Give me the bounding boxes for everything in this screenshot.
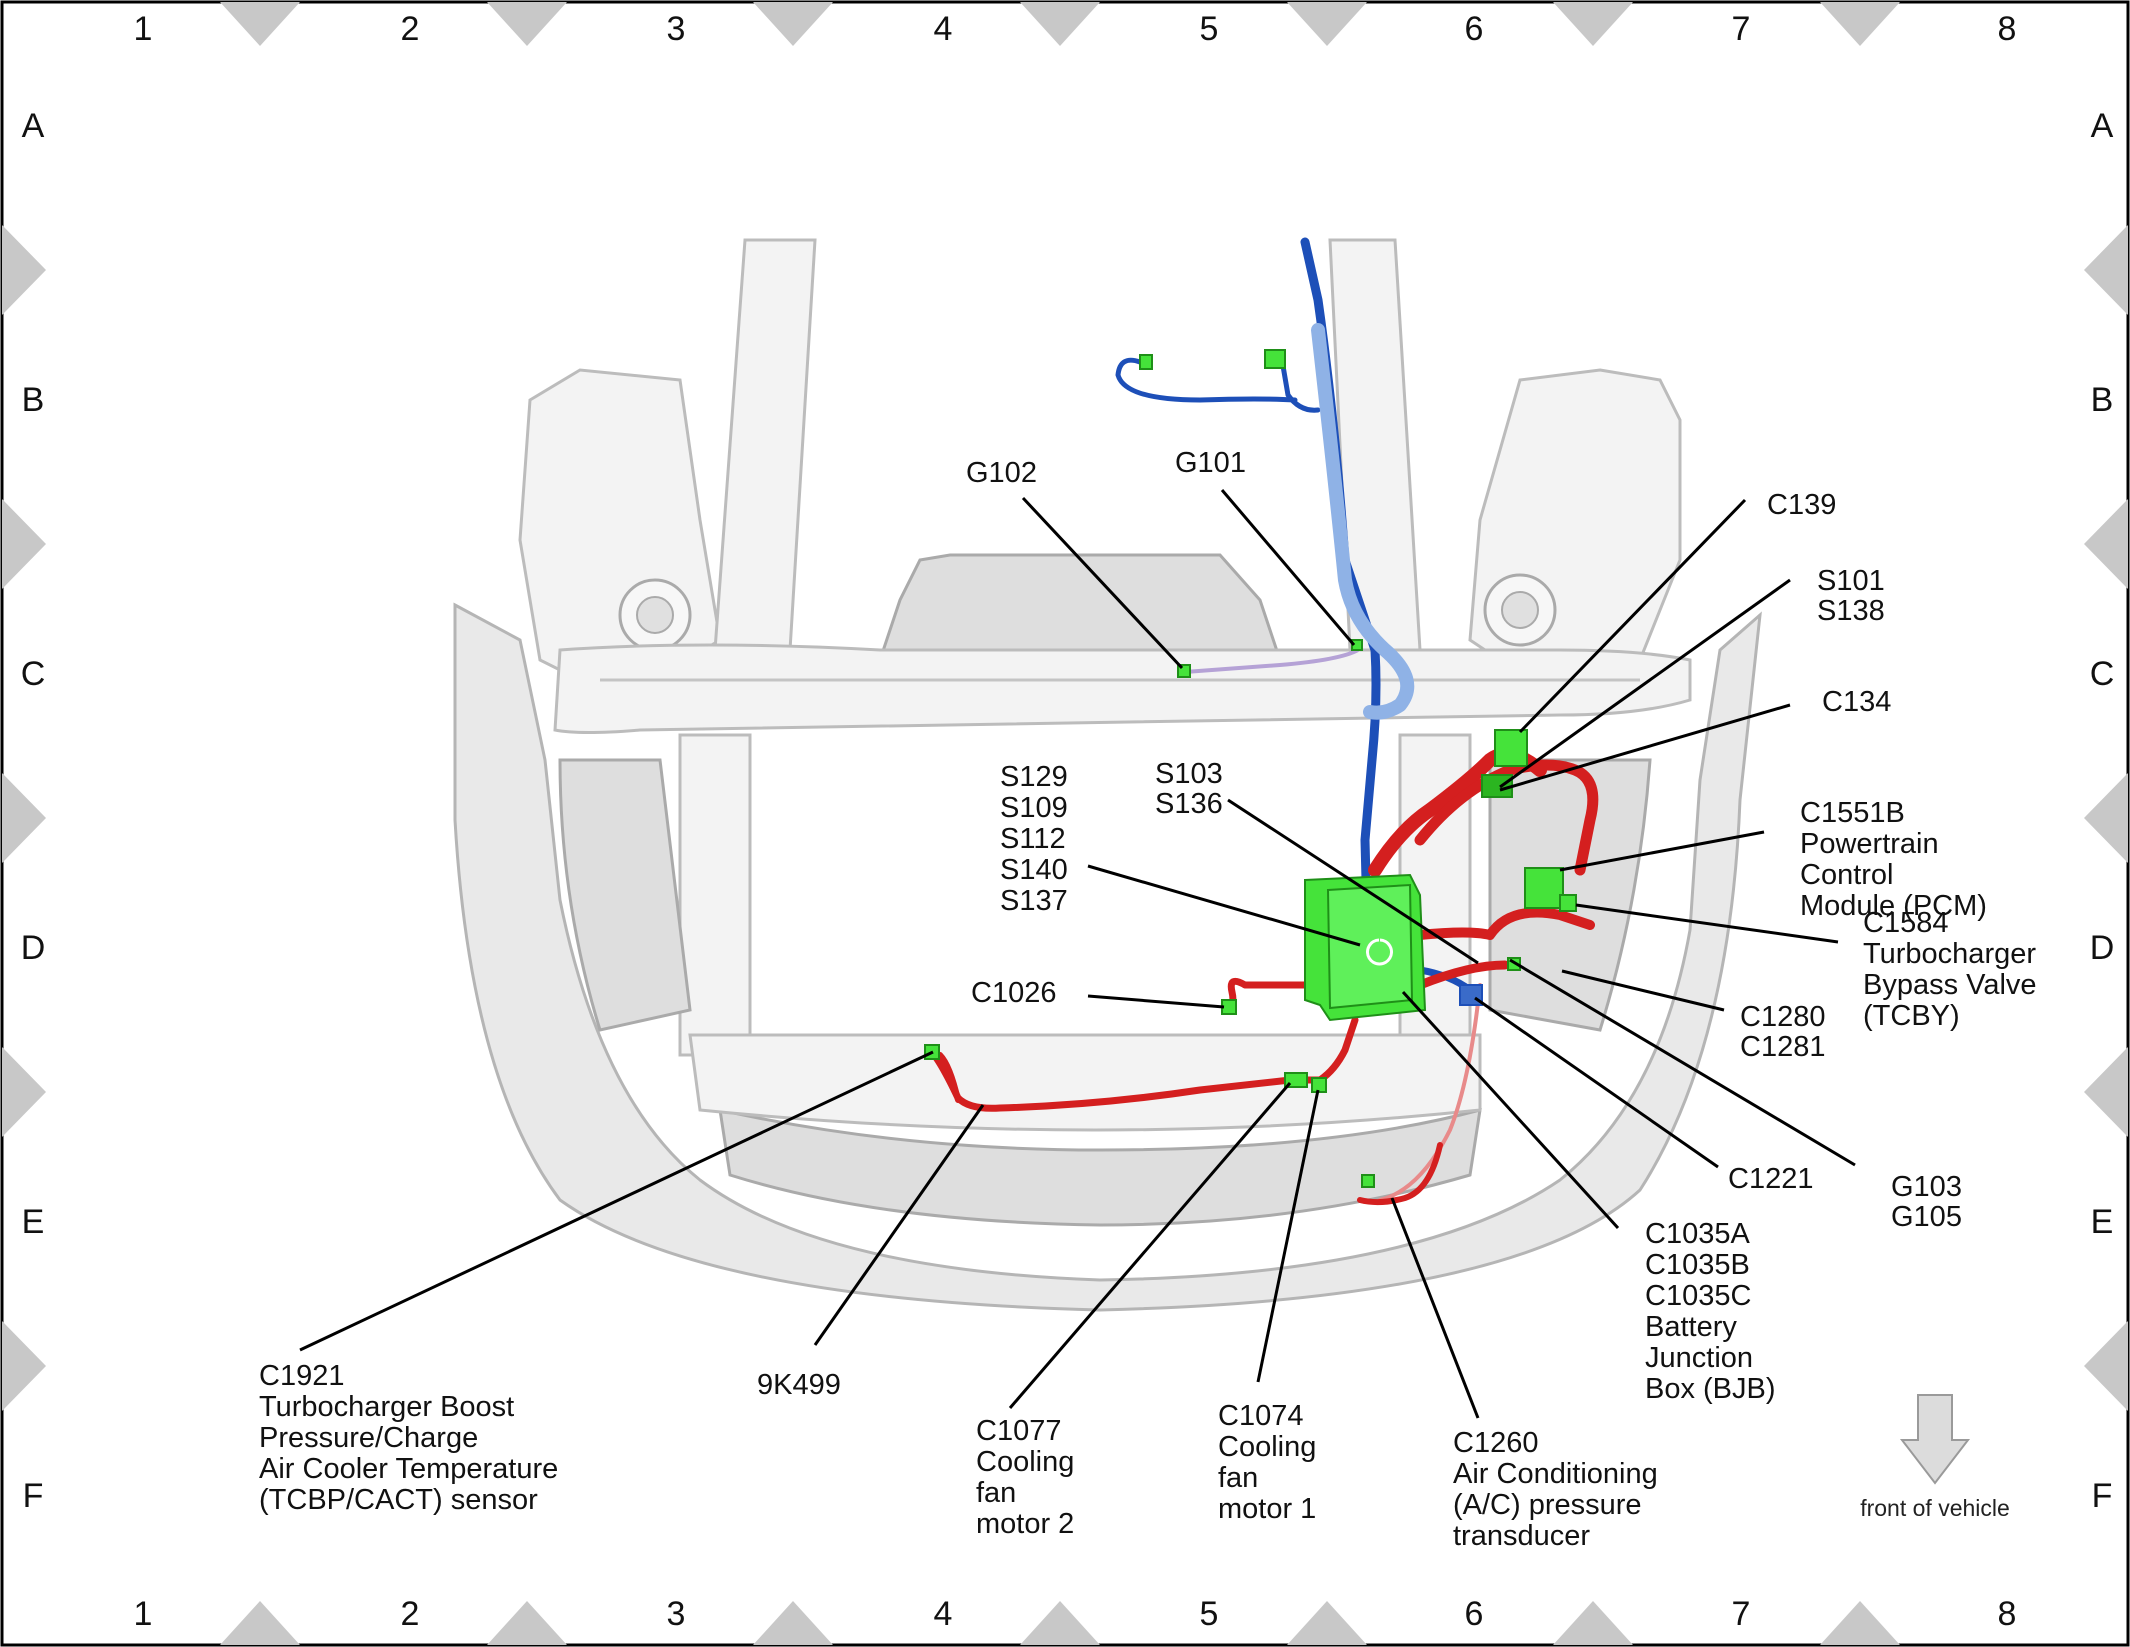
label-c1584: C1584 Turbocharger Bypass Valve (TCBY): [1863, 907, 2045, 1032]
label-9k499: 9K499: [757, 1369, 841, 1401]
col-label: 4: [934, 10, 953, 48]
label-s103-s136: S103 S136: [1155, 758, 1231, 820]
connector-s101: [1481, 774, 1513, 798]
grid-left-labels: A B C D E F: [21, 107, 46, 1515]
row-label: E: [2091, 1203, 2114, 1241]
bumper-fascia: [453, 602, 1762, 1312]
red-harness-ac: [1357, 1142, 1443, 1206]
lower-grille: [718, 1107, 1482, 1227]
down-arrow-icon: [1899, 1394, 1971, 1485]
grid-right-labels: A B C D E F: [2090, 107, 2115, 1515]
callout-labels: G102 G101 C139 S101 S138 C134 S103 S136 …: [259, 447, 2045, 1552]
label-g101: G101: [1175, 447, 1246, 479]
row-label: D: [2090, 929, 2115, 967]
col-label: 6: [1465, 1595, 1484, 1633]
connector-c139: [1494, 729, 1528, 767]
col-label: 4: [934, 1595, 953, 1633]
leader-lines: [299, 489, 1856, 1419]
left-radiator-post: [678, 733, 752, 1057]
label-c1077: C1077 Cooling fan motor 2: [976, 1415, 1082, 1540]
grid-top-labels: 1 2 3 4 5 6 7 8: [134, 10, 2017, 48]
red-harness-right: [1415, 907, 1595, 940]
engine-mount-plate: [877, 553, 1283, 662]
connector-c1551b: [1524, 867, 1564, 909]
label-c1074: C1074 Cooling fan motor 1: [1218, 1400, 1324, 1525]
col-label: 6: [1465, 10, 1484, 48]
connector-upper-2: [1264, 349, 1286, 369]
battery-junction-box: [1304, 873, 1427, 1022]
col-label: 2: [401, 10, 420, 48]
label-s129-group: S129 S109 S112 S140 S137: [1000, 761, 1076, 917]
row-label: F: [2092, 1477, 2113, 1515]
connector-g101: [1351, 639, 1363, 651]
label-g103-g105: G103 G105: [1891, 1171, 1970, 1233]
col-label: 3: [667, 10, 686, 48]
front-of-vehicle-label: front of vehicle: [1860, 1495, 2010, 1521]
red-harness-bjb-right: [1415, 960, 1510, 990]
connector-c1074: [1311, 1077, 1327, 1093]
label-c1035-bjb: C1035A C1035B C1035C Battery Junction Bo…: [1645, 1218, 1776, 1405]
col-label: 1: [134, 1595, 153, 1633]
label-c1280-c1281: C1280 C1281: [1740, 1001, 1834, 1063]
label-s101-s138: S101 S138: [1817, 565, 1893, 627]
row-label: B: [22, 381, 45, 419]
row-label: A: [22, 107, 45, 145]
row-label: A: [2091, 107, 2114, 145]
lower-radiator-support: [688, 1033, 1482, 1132]
col-label: 7: [1732, 10, 1751, 48]
col-label: 3: [667, 1595, 686, 1633]
label-c1551b: C1551B Powertrain Control Module (PCM): [1800, 797, 1987, 922]
col-label: 7: [1732, 1595, 1751, 1633]
row-label: F: [23, 1477, 44, 1515]
connector-c1260: [1361, 1174, 1375, 1188]
wiring-harnesses: [926, 237, 1599, 1206]
connector-upper-1: [1139, 354, 1153, 370]
col-label: 5: [1200, 10, 1219, 48]
grid-bottom-labels: 1 2 3 4 5 6 7 8: [134, 1595, 2017, 1633]
connector-c1584: [1559, 894, 1577, 912]
label-g102: G102: [966, 457, 1037, 489]
connector-c1026: [1221, 999, 1237, 1015]
row-label: D: [21, 929, 46, 967]
col-label: 8: [1998, 1595, 2017, 1633]
row-label: B: [2091, 381, 2114, 419]
red-harness-sensor: [927, 1049, 961, 1103]
row-label: C: [2090, 655, 2115, 693]
light-blue-harness: [1311, 323, 1415, 720]
red-harness-up: [1414, 759, 1599, 876]
label-c1026: C1026: [971, 977, 1056, 1009]
label-c1260: C1260 Air Conditioning (A/C) pressure tr…: [1453, 1427, 1666, 1552]
label-c1221: C1221: [1728, 1163, 1813, 1195]
red-light-harness-lower: [1378, 983, 1482, 1202]
col-label: 5: [1200, 1595, 1219, 1633]
col-label: 2: [401, 1595, 420, 1633]
blue-harness-branch-left: [1115, 357, 1298, 403]
row-label: E: [22, 1203, 45, 1241]
row-label: C: [21, 655, 46, 693]
label-c1921: C1921 Turbocharger Boost Pressure/Charge…: [259, 1360, 566, 1516]
col-label: 1: [134, 10, 153, 48]
label-c134: C134: [1822, 686, 1891, 718]
label-c139: C139: [1767, 489, 1836, 521]
ground-wire-g102: [1184, 648, 1359, 674]
col-label: 8: [1998, 10, 2017, 48]
blue-harness-branch-2: [1279, 357, 1321, 413]
front-of-vehicle-indicator: front of vehicle: [1860, 1394, 2010, 1521]
